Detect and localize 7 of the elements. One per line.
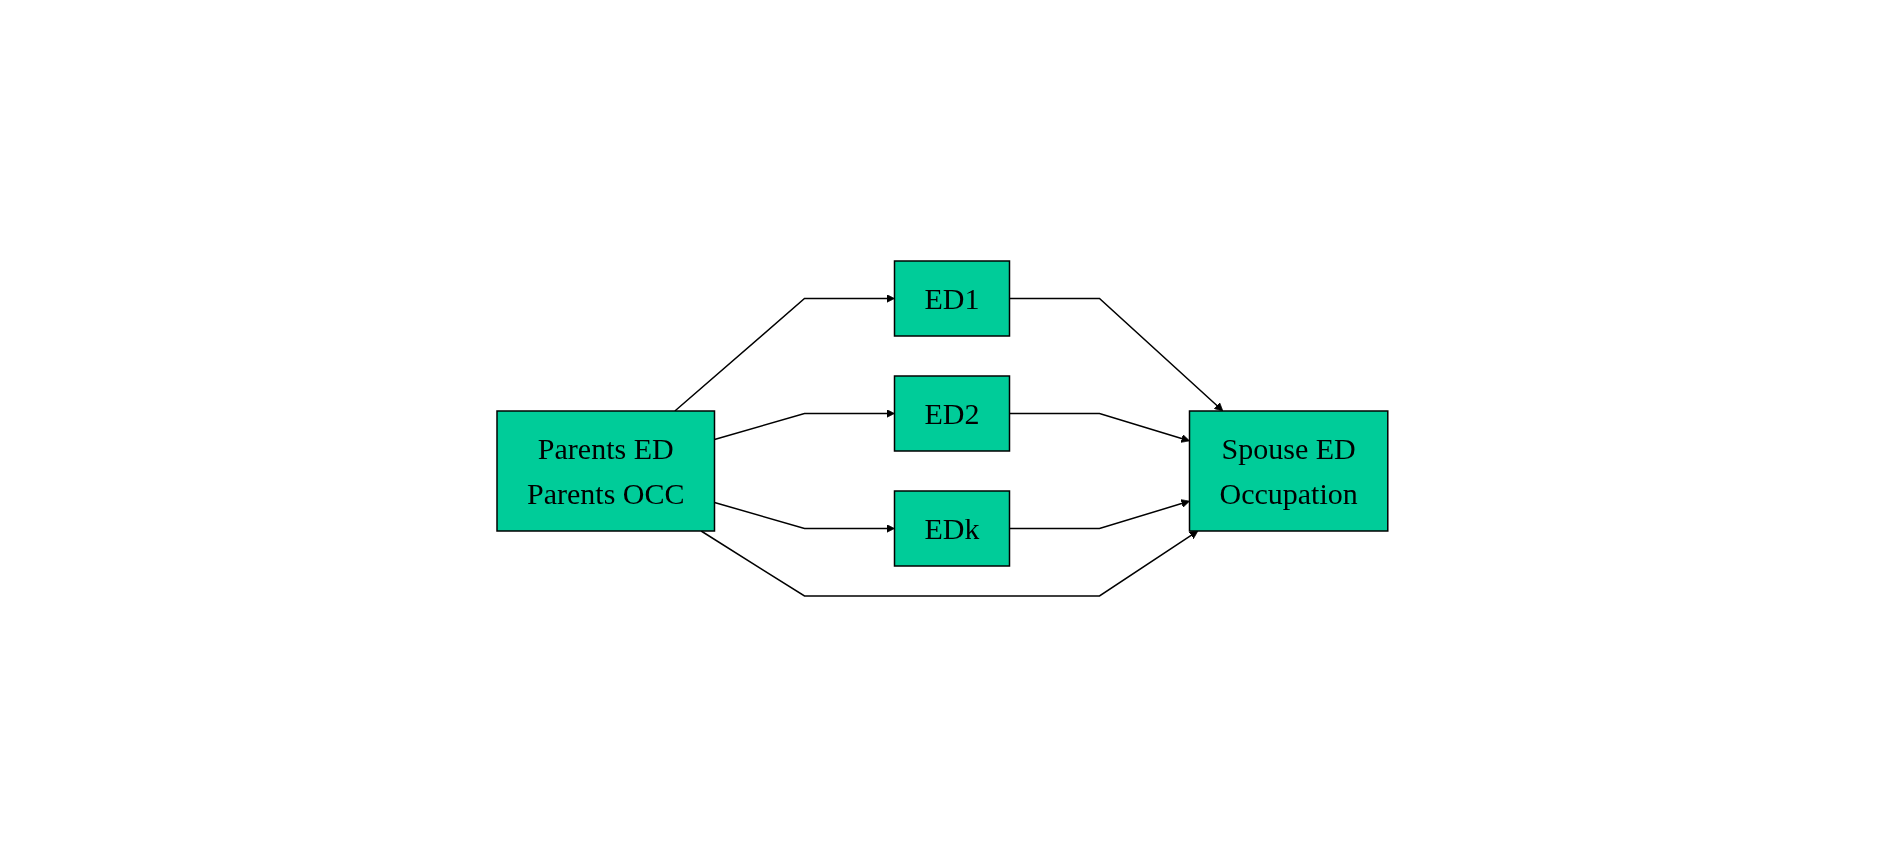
node-box: ED2 bbox=[893, 375, 1010, 452]
node-box: ED1 bbox=[893, 260, 1010, 337]
node-box: Spouse ED Occupation bbox=[1188, 410, 1389, 532]
node-box: EDk bbox=[893, 490, 1010, 567]
arrow bbox=[673, 294, 895, 412]
node-box: Parents ED Parents OCC bbox=[495, 410, 715, 532]
arrow bbox=[700, 530, 1198, 597]
